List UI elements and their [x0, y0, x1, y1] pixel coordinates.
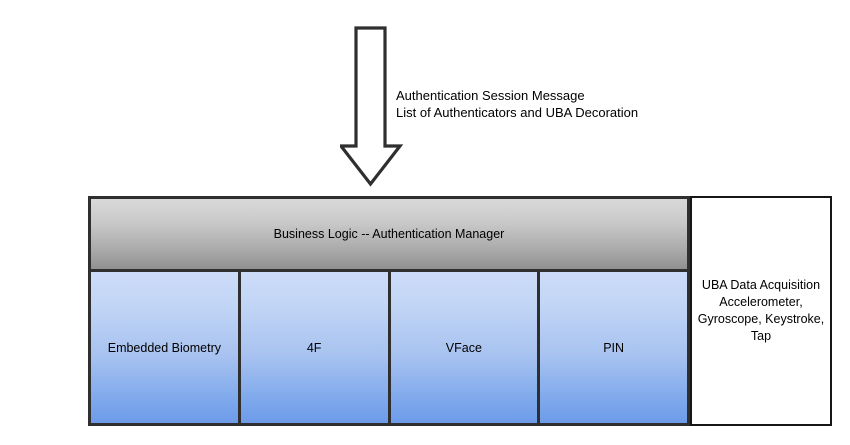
down-arrow-shape — [340, 26, 404, 187]
authenticator-embedded-biometry: Embedded Biometry — [91, 272, 241, 423]
uba-panel-label-line-1: UBA Data Acquisition — [701, 278, 821, 292]
uba-panel-label-line-4: Tap — [750, 329, 772, 343]
authenticator-label: VFace — [445, 340, 482, 355]
down-arrow-icon — [340, 26, 404, 187]
flow-arrow-label-line-1: Authentication Session Message — [396, 88, 585, 103]
uba-panel-label-line-3: Gyroscope, Keystroke, — [697, 312, 825, 326]
authenticator-pin: PIN — [540, 272, 687, 423]
authenticator-row: Embedded Biometry 4F VFace PIN — [91, 272, 687, 423]
uba-panel-label-line-2: Accelerometer, — [719, 295, 803, 309]
authentication-stack: Business Logic -- Authentication Manager… — [88, 196, 690, 426]
authenticator-label: 4F — [306, 340, 322, 355]
flow-arrow-label: Authentication Session Message List of A… — [396, 87, 638, 121]
business-logic-label: Business Logic -- Authentication Manager — [273, 227, 505, 241]
authentication-system-group: Business Logic -- Authentication Manager… — [88, 196, 832, 426]
business-logic-bar: Business Logic -- Authentication Manager — [91, 199, 687, 272]
authenticator-4f: 4F — [240, 272, 391, 423]
authenticator-label: Embedded Biometry — [107, 340, 221, 355]
uba-panel-label: UBA Data Acquisition Accelerometer, Gyro… — [698, 277, 824, 345]
flow-arrow-label-line-2: List of Authenticators and UBA Decoratio… — [396, 105, 639, 120]
uba-data-acquisition-panel: UBA Data Acquisition Accelerometer, Gyro… — [690, 196, 832, 426]
authenticator-label: PIN — [603, 340, 625, 355]
authenticator-vface: VFace — [390, 272, 541, 423]
